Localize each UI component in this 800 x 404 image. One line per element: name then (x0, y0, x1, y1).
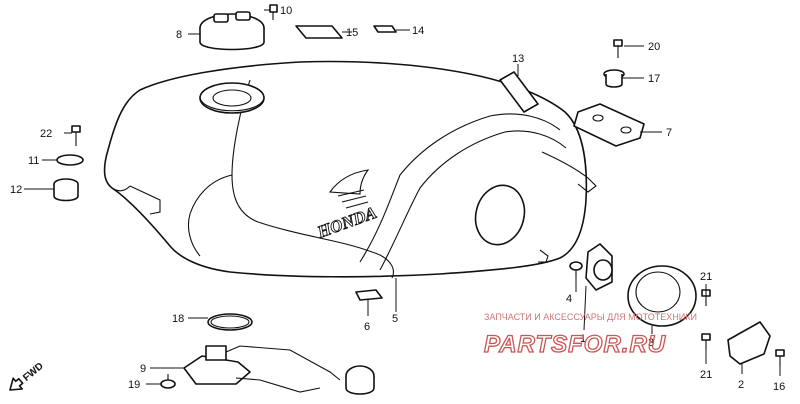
cushion-6 (355, 289, 383, 301)
callout-17: 17 (648, 73, 660, 85)
callout-14: 14 (412, 25, 424, 37)
rubber-mount-12 (53, 178, 79, 202)
callout-12: 12 (10, 184, 22, 196)
bolt-10 (269, 4, 278, 20)
callout-21-upper: 21 (700, 271, 712, 283)
callout-20: 20 (648, 41, 660, 53)
callout-21-lower: 21 (700, 369, 712, 381)
bolt-20 (613, 39, 623, 58)
watermark: ЗАПЧАСТИ И АКСЕССУАРЫ ДЛЯ МОТОТЕХНИКИ PA… (483, 312, 697, 359)
fuel-sender-unit-9 (183, 345, 375, 395)
bolt-22 (71, 125, 81, 146)
side-cover-2 (727, 321, 771, 365)
bolt-16 (775, 349, 785, 366)
callout-18: 18 (172, 313, 184, 325)
bolt-4 (569, 261, 583, 278)
callout-3: 3 (648, 337, 654, 349)
callout-1: 1 (580, 333, 586, 345)
fwd-direction-indicator: FWD (9, 361, 46, 391)
callout-8: 8 (176, 29, 182, 41)
callout-numbers: 8 10 15 14 13 20 17 7 22 11 12 18 9 19 6… (10, 5, 785, 393)
callout-15: 15 (346, 27, 358, 39)
fuel-tank: HONDA (103, 60, 597, 279)
side-cover-3 (627, 265, 697, 327)
screw-19 (160, 374, 176, 389)
fuel-valve-1 (585, 243, 613, 291)
callout-4: 4 (566, 293, 572, 305)
callout-22: 22 (40, 128, 52, 140)
callout-13: 13 (512, 53, 524, 65)
callout-7: 7 (666, 127, 672, 139)
callout-11: 11 (28, 155, 39, 167)
callout-2: 2 (738, 379, 744, 391)
o-ring-18 (207, 313, 253, 331)
callout-5: 5 (392, 313, 398, 325)
fwd-label: FWD (21, 361, 46, 384)
label-14 (373, 25, 397, 33)
collar-17 (603, 69, 625, 88)
label-13 (499, 71, 539, 113)
fwd-arrow-icon (9, 377, 24, 391)
callout-9: 9 (140, 363, 146, 375)
watermark-logo: PARTSFOR.RU (484, 331, 666, 358)
watermark-caption: ЗАПЧАСТИ И АКСЕССУАРЫ ДЛЯ МОТОТЕХНИКИ (484, 312, 697, 322)
callout-16: 16 (773, 381, 785, 393)
callout-6: 6 (364, 321, 370, 333)
bolt-21-lower (701, 333, 711, 350)
callout-10: 10 (280, 5, 292, 17)
callout-19: 19 (128, 379, 140, 391)
leader-lines (24, 9, 781, 385)
rear-bracket-7 (573, 103, 645, 147)
washer-11 (56, 154, 84, 166)
label-15 (295, 25, 343, 39)
fuel-cap (199, 11, 265, 51)
